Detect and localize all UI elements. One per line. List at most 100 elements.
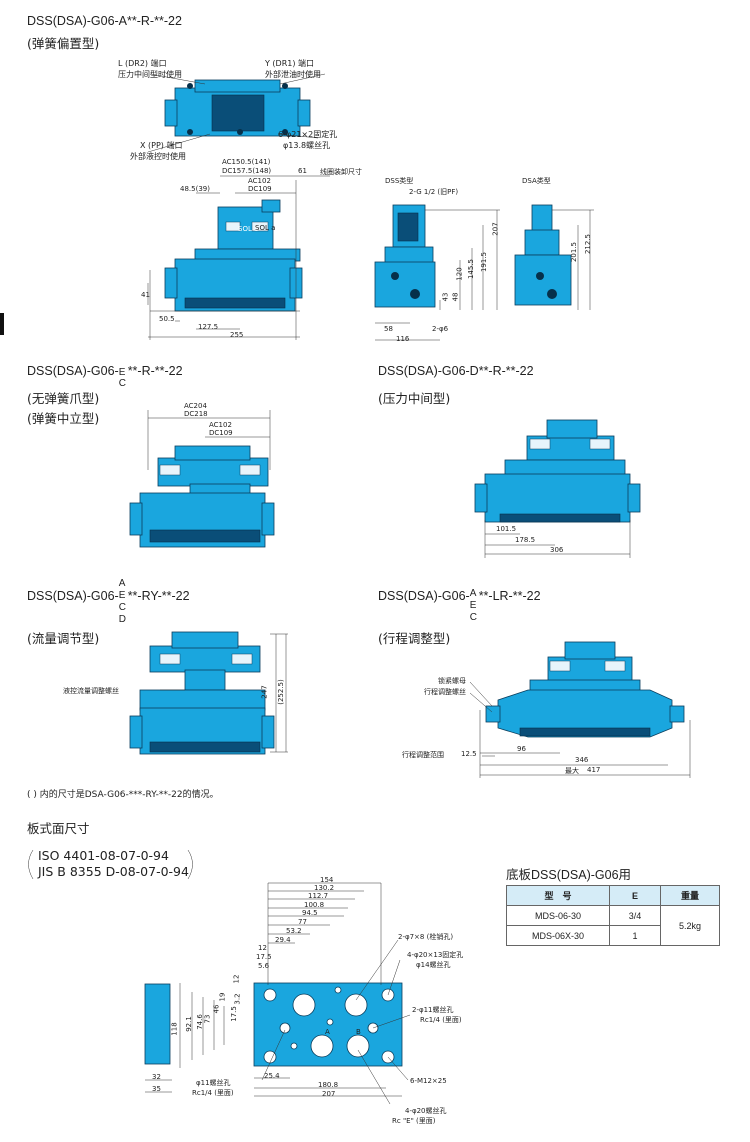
s2-title-post: **-R-**-22 xyxy=(127,364,183,378)
s4-title-d: D xyxy=(118,614,126,625)
valve-side-view xyxy=(147,175,330,340)
port-b-label: B xyxy=(356,1028,361,1036)
s4-subtitle: (流量调节型) xyxy=(27,631,100,646)
x-use-label: 外部液控时使用 xyxy=(130,152,186,161)
g12-label: 2-G 1/2 (旧PF) xyxy=(409,188,459,196)
valve-s4 xyxy=(129,631,288,755)
s5-title-pre: DSS(DSA)-G06- xyxy=(378,589,470,603)
port-a-label: A xyxy=(325,1028,330,1036)
y-port-label: Y (DR1) 端口 xyxy=(265,59,315,68)
col-e: E xyxy=(609,885,661,906)
ac102-dim: AC102 xyxy=(248,177,271,185)
ac-dim: AC150.5(141) xyxy=(222,158,271,166)
d116-dim: 116 xyxy=(396,335,410,343)
plate-title: 板式面尺寸 xyxy=(27,821,90,836)
thread-hole-label-1: 2-φ11螺丝孔 xyxy=(412,1006,454,1014)
l-use-label: 压力中间型时使用 xyxy=(118,70,182,79)
sol-a-label: SOL a xyxy=(255,224,276,232)
d120-dim: 120 xyxy=(455,267,464,281)
s4-title-pre: DSS(DSA)-G06- xyxy=(27,589,119,603)
s2-dc218: DC218 xyxy=(184,410,208,418)
l-port-label: L (DR2) 端口 xyxy=(118,59,167,68)
s4-screw-label: 液控流量调整螺丝 xyxy=(63,687,119,695)
dim-12b: 12 xyxy=(232,974,241,984)
weight-cell: 5.2kg xyxy=(660,905,720,946)
dim-154: 154 xyxy=(320,876,334,884)
valve-top-view xyxy=(147,73,326,153)
s5-range-label: 行程调整范围 xyxy=(402,751,444,759)
d207-dim: 207 xyxy=(491,222,500,236)
phi6-dim: 2-φ6 xyxy=(432,325,449,333)
dim-19: 19 xyxy=(218,992,227,1002)
valve-s2 xyxy=(129,410,275,548)
s5-title-e: E xyxy=(469,600,477,611)
fix-hole-label-2: φ14螺丝孔 xyxy=(416,961,451,969)
dim-12: 12 xyxy=(258,944,267,952)
s3-d1785: 178.5 xyxy=(515,536,536,544)
dim-35: 35 xyxy=(152,1085,161,1093)
subplate-title: 底板DSS(DSA)-G06用 xyxy=(506,868,632,882)
col-model: 型 号 xyxy=(506,885,610,906)
x-port-label: X (PP) 端口 xyxy=(140,141,183,150)
row1-model: MDS-06-30 xyxy=(506,905,610,926)
d2125-dim: 212.5 xyxy=(584,233,593,255)
subplate-drawing xyxy=(144,882,411,1105)
s3-d1015: 101.5 xyxy=(496,525,517,533)
m12-label: 6-M12×25 xyxy=(410,1077,447,1085)
s5-d417: 417 xyxy=(587,766,601,774)
s4-title-a: A xyxy=(118,578,126,589)
s5-screw-label: 行程调整螺丝 xyxy=(424,688,466,696)
dim-32: 32 xyxy=(152,1073,161,1081)
d2015-dim: 201.5 xyxy=(570,241,579,263)
valve-s3 xyxy=(474,419,641,558)
dim-77: 77 xyxy=(298,918,307,926)
dim-175b: 17.5 xyxy=(229,1006,238,1022)
dimension-note: ( ) 内的尺寸是DSA-G06-***-RY-**-22的情况。 xyxy=(27,790,219,800)
s3-subtitle: (压力中间型) xyxy=(378,391,451,406)
pin-hole-label: 2-φ7×8 (栓销孔) xyxy=(398,933,454,941)
fix-hole-label-1: 4-φ20×13固定孔 xyxy=(407,951,464,959)
y-use-label: 外部泄油时使用 xyxy=(265,70,321,79)
bottom-hole-label-1: φ11螺丝孔 xyxy=(196,1079,231,1087)
s1-subtitle: (弹簧偏置型) xyxy=(27,36,100,51)
d255-dim: 255 xyxy=(230,331,244,339)
dim-118: 118 xyxy=(170,1022,179,1036)
s5-max-label: 最大 xyxy=(565,767,579,775)
coil-label: 线圈装卸尺寸 xyxy=(320,168,362,176)
s5-d125: 12.5 xyxy=(461,750,477,758)
s2-title-c: C xyxy=(118,378,126,389)
sol-b-label: SOL b xyxy=(238,225,259,233)
s5-subtitle: (行程调整型) xyxy=(378,631,451,646)
d43-dim: 43 xyxy=(441,292,450,302)
dc-dim: DC157.5(148) xyxy=(222,167,272,175)
s4-title-e: E xyxy=(118,590,126,601)
dim-73: 73 xyxy=(203,1014,212,1024)
col-weight: 重量 xyxy=(660,885,720,906)
iso-standard: ISO 4401-08-07-0-94 xyxy=(38,848,169,863)
dim-207: 207 xyxy=(322,1090,336,1098)
dim-945: 94.5 xyxy=(302,909,318,917)
valve-s5 xyxy=(469,641,691,778)
s4-title-post: **-RY-**-22 xyxy=(127,589,190,603)
dim-46: 46 xyxy=(212,1004,221,1014)
s3-d306: 306 xyxy=(550,546,564,554)
s2-title-pre: DSS(DSA)-G06- xyxy=(27,364,119,378)
d48-dim: 48 xyxy=(451,292,460,302)
s2-title-e: E xyxy=(118,367,126,378)
dim-1808: 180.8 xyxy=(318,1081,339,1089)
d1275-dim: 127.5 xyxy=(198,323,219,331)
jis-standard: JIS B 8355 D-08-07-0-94 xyxy=(38,864,189,879)
e-hole-label-1: 4-φ20螺丝孔 xyxy=(405,1107,447,1115)
s5-d346: 346 xyxy=(575,756,589,764)
dim-32b: 3.2 xyxy=(233,993,242,1005)
s5-title-a: A xyxy=(469,588,477,599)
s5-d96: 96 xyxy=(517,745,526,753)
row1-e: 3/4 xyxy=(609,905,661,926)
s2-dc109: DC109 xyxy=(209,429,233,437)
s4-d2525: (252.5) xyxy=(276,679,285,705)
s1-title: DSS(DSA)-G06-A**-R-**-22 xyxy=(27,14,182,28)
